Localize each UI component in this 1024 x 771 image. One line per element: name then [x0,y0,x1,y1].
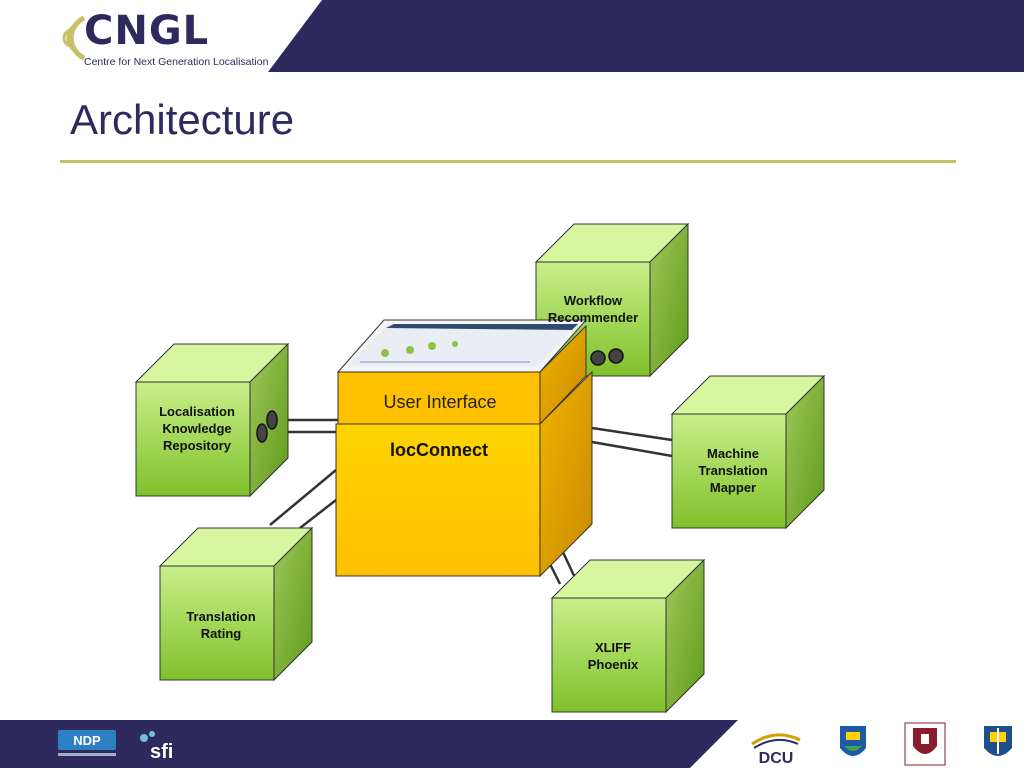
mt-mapper-label: Machine Translation Mapper [676,445,790,496]
lkr-cube [134,342,290,498]
logo-tagline: Centre for Next Generation Localisation [84,56,269,68]
signal-waves-icon [62,15,86,61]
mt-label-line-2: Translation [698,463,768,478]
lkr-label-line-1: Localisation [159,404,235,419]
sfi-text: sfi [150,741,173,763]
locconnect-cube [335,319,593,578]
lkr-label-line-2: Knowledge [162,421,232,436]
logo-wordmark: CNGL [84,8,210,54]
rating-label-line-2: Rating [200,626,242,641]
translation-rating-cube [158,526,314,682]
xliff-label-line-2: Phoenix [587,657,639,672]
mt-mapper-cube [670,374,826,530]
workflow-label-line-1: Workflow [563,293,623,308]
user-interface-label: User Interface [383,392,497,412]
workflow-recommender-label: Workflow Recommender [536,292,650,326]
xliff-phoenix-label: XLIFF Phoenix [556,639,670,673]
mt-label-line-3: Mapper [709,480,757,495]
title-rule [60,160,956,163]
mt-label-line-1: Machine [706,446,759,461]
ucd-crest [838,724,868,764]
xliff-phoenix-cube [550,558,706,714]
university-crest [904,722,946,766]
page-title: Architecture [70,96,295,143]
connector-ports [256,348,624,443]
rating-label-line-1: Translation [186,609,256,624]
lkr-label-line-3: Repository [163,438,231,453]
xliff-label-line-1: XLIFF [594,640,632,655]
lkr-label: Localisation Knowledge Repository [140,403,254,454]
workflow-label-line-2: Recommender [547,310,639,325]
header-band [268,0,1024,72]
ndp-text: NDP [73,733,101,748]
translation-rating-label: Translation Rating [164,608,278,642]
dcu-text: DCU [759,750,794,766]
ndp-logo: NDP [58,730,116,760]
dcu-logo: DCU [748,726,804,767]
sfi-logo: sfi [136,728,196,764]
ui-screenshot-thumbnail [348,324,578,366]
cngl-logo [58,8,258,74]
locconnect-label: locConnect [389,440,488,460]
university-crest-2 [982,724,1014,764]
